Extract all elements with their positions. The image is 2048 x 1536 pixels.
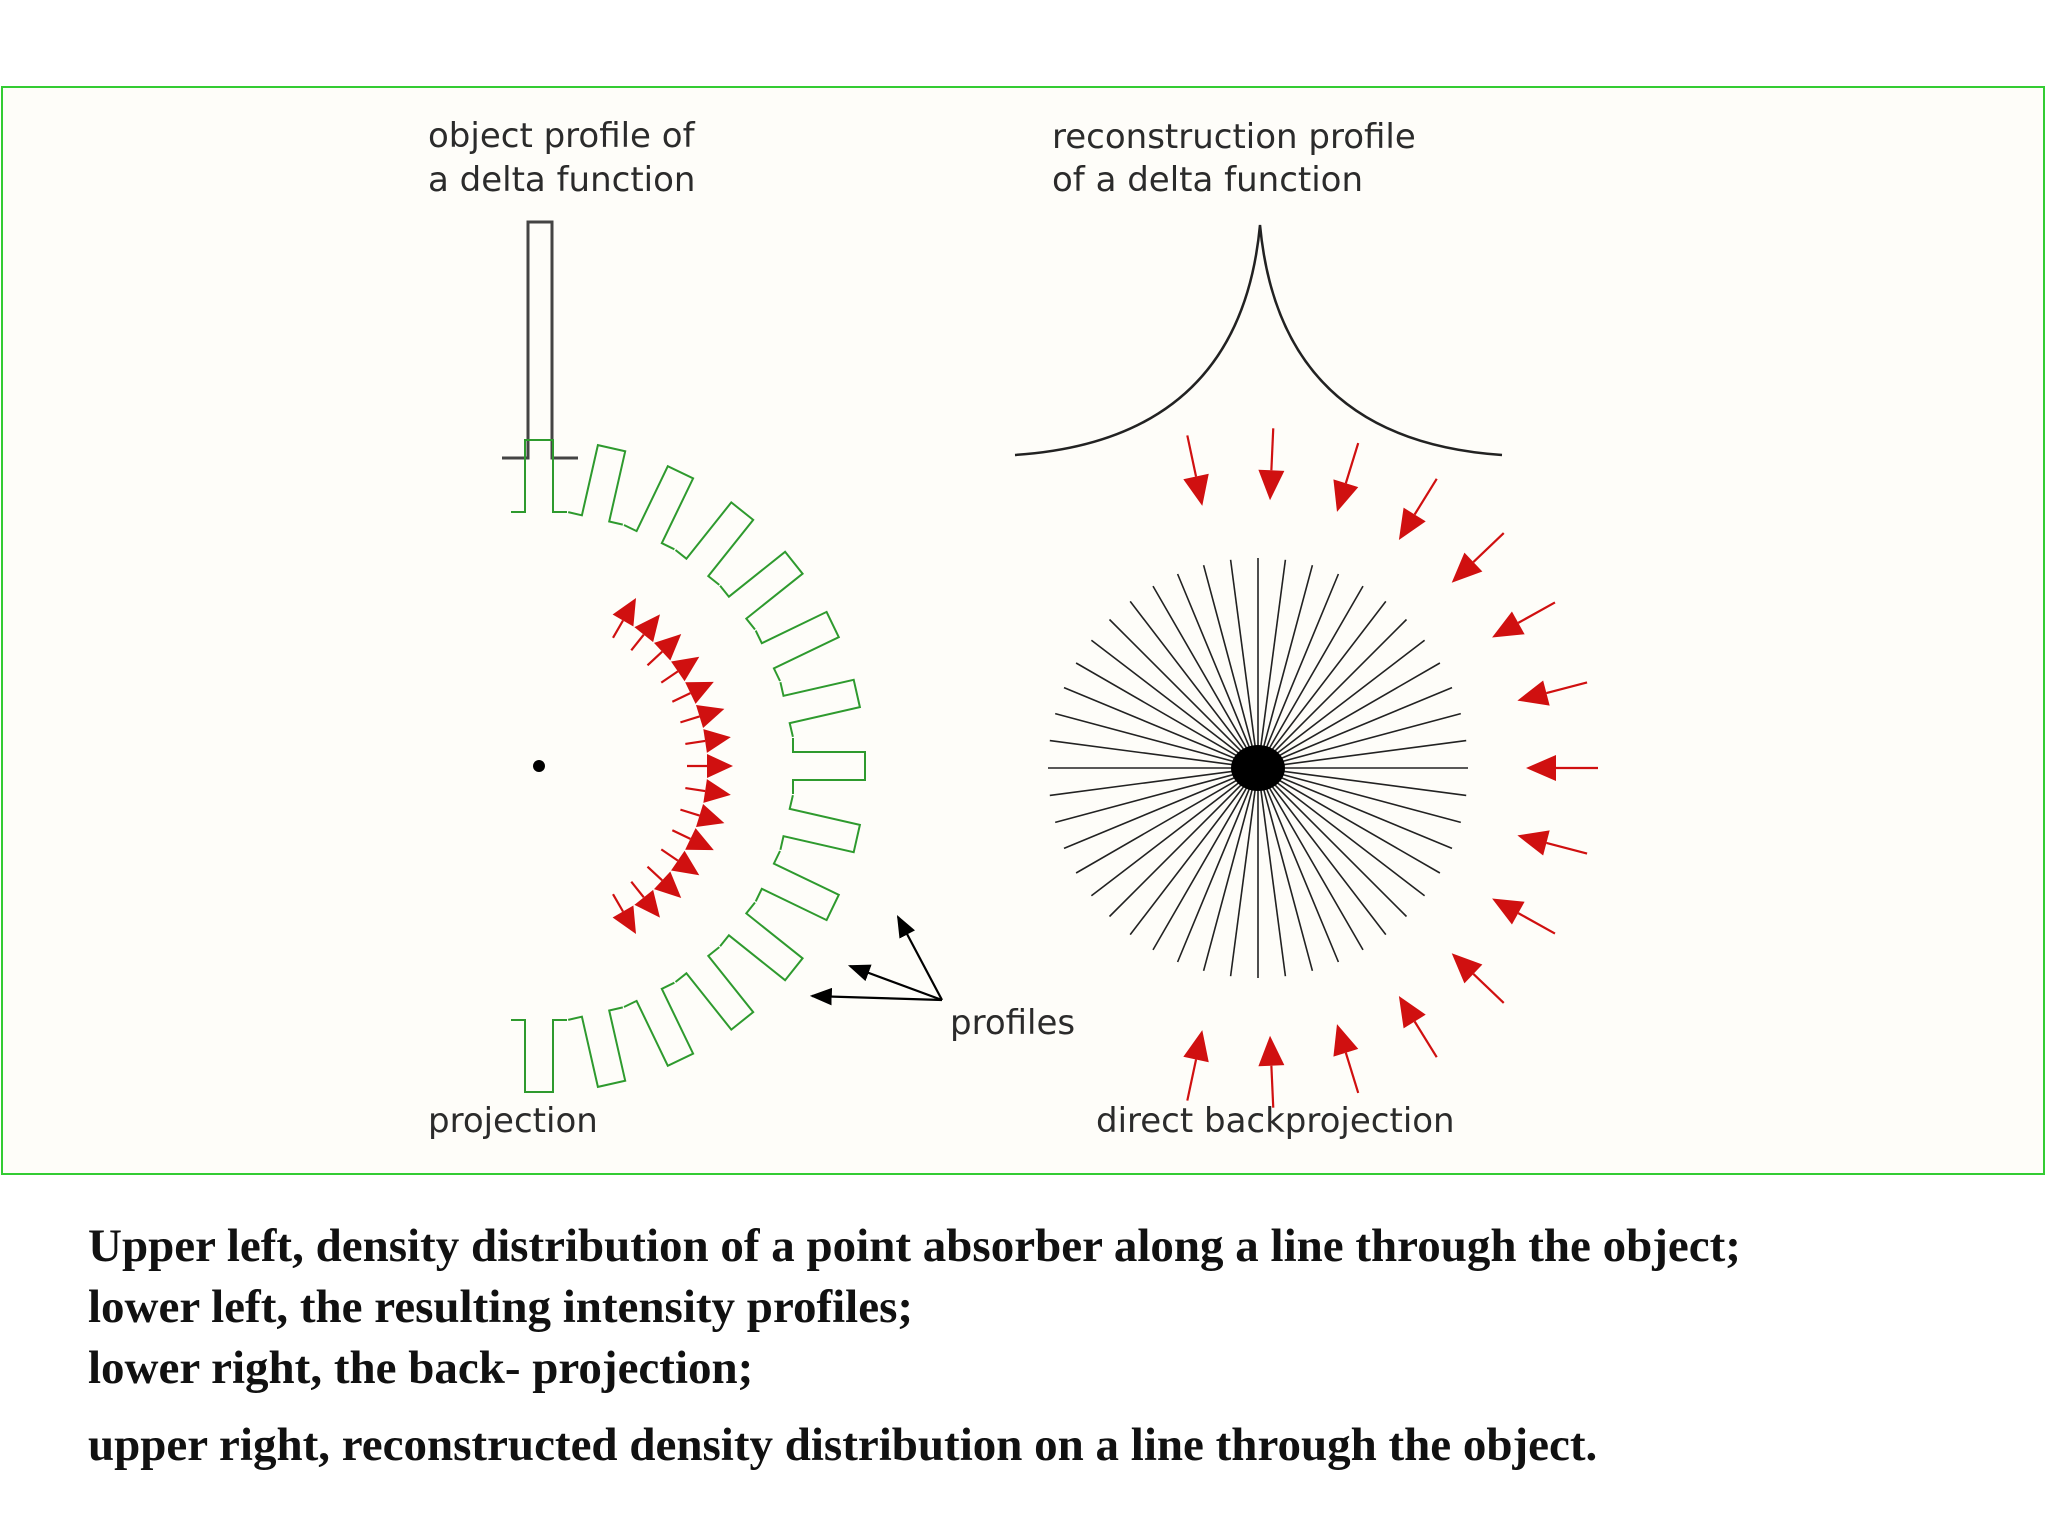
profile-pulse xyxy=(719,901,805,982)
arrow-icon xyxy=(1492,601,1556,638)
arrow-icon xyxy=(1517,680,1588,706)
point-absorber xyxy=(533,760,545,772)
direct-backprojection-label: direct backprojection xyxy=(1096,1101,1455,1141)
delta-function-profile xyxy=(502,220,578,460)
arrow-icon xyxy=(1517,830,1588,856)
profile-pulse xyxy=(719,550,805,631)
arrow-icon xyxy=(1398,995,1438,1058)
figure-panel xyxy=(1,86,2045,1175)
projection-profiles xyxy=(511,439,866,1093)
arrow-icon xyxy=(1451,953,1505,1004)
arrow-icon xyxy=(630,881,660,918)
arrow-icon xyxy=(671,828,714,851)
profile-pulse xyxy=(779,794,862,854)
arrow-icon xyxy=(660,848,700,876)
arrow-icon xyxy=(680,804,725,827)
object-profile-label-line2: a delta function xyxy=(428,160,695,200)
backprojection-center xyxy=(1231,745,1285,791)
projection-arrows xyxy=(612,597,733,935)
profile-pulse xyxy=(792,738,866,794)
caption-line-1: Upper left, density distribution of a po… xyxy=(88,1220,1741,1272)
arrow-icon xyxy=(685,729,731,753)
arrow-icon xyxy=(1398,478,1438,541)
arrow-icon xyxy=(1526,755,1598,781)
projection-label: projection xyxy=(428,1101,598,1141)
profile-pulse xyxy=(779,678,862,738)
profile-pulse xyxy=(623,981,695,1068)
profile-pulse xyxy=(511,439,567,513)
recon-profile-label-line2: of a delta function xyxy=(1052,160,1363,200)
profile-pulse xyxy=(754,850,841,922)
arrow-icon xyxy=(687,754,733,778)
arrow-icon xyxy=(1333,1024,1360,1094)
arrow-icon xyxy=(1258,1035,1285,1108)
arrow-icon xyxy=(809,987,943,1006)
profile-pulse xyxy=(674,946,755,1032)
arrow-icon xyxy=(1333,442,1360,512)
profile-pulse xyxy=(511,1019,567,1093)
arrow-icon xyxy=(671,681,714,704)
arrow-icon xyxy=(646,634,682,667)
arrow-icon xyxy=(612,597,636,639)
arrow-icon xyxy=(1492,898,1556,935)
arrow-icon xyxy=(896,915,943,1001)
arrow-icon xyxy=(847,964,943,1002)
reconstruction-profile-curve xyxy=(1014,224,1503,457)
caption-line-4: upper right, reconstructed density distr… xyxy=(88,1419,1598,1471)
profile-pulse xyxy=(674,500,755,586)
profile-pulse xyxy=(754,610,841,682)
arrow-icon xyxy=(1258,428,1285,501)
arrow-icon xyxy=(1183,435,1209,506)
arrow-icon xyxy=(685,779,731,803)
backprojection-arrows xyxy=(1183,428,1598,1108)
profile-pulse xyxy=(567,443,627,526)
arrow-icon xyxy=(660,656,700,684)
caption-line-2: lower left, the resulting intensity prof… xyxy=(88,1281,914,1333)
arrow-icon xyxy=(646,865,682,898)
profile-pulse xyxy=(623,464,695,551)
profile-pulse xyxy=(567,1006,627,1089)
object-profile-label-line1: object profile of xyxy=(428,116,696,156)
arrow-icon xyxy=(612,893,636,935)
figure-caption: Upper left, density distribution of a po… xyxy=(88,1216,1741,1476)
recon-profile-label-line1: reconstruction profile xyxy=(1052,117,1416,157)
arrow-icon xyxy=(1183,1030,1209,1101)
profiles-label: profiles xyxy=(950,1003,1075,1043)
arrow-icon xyxy=(630,614,660,651)
profiles-callout xyxy=(809,915,943,1006)
arrow-icon xyxy=(1451,532,1505,583)
caption-line-3: lower right, the back- projection; xyxy=(88,1342,754,1394)
arrow-icon xyxy=(680,705,725,728)
